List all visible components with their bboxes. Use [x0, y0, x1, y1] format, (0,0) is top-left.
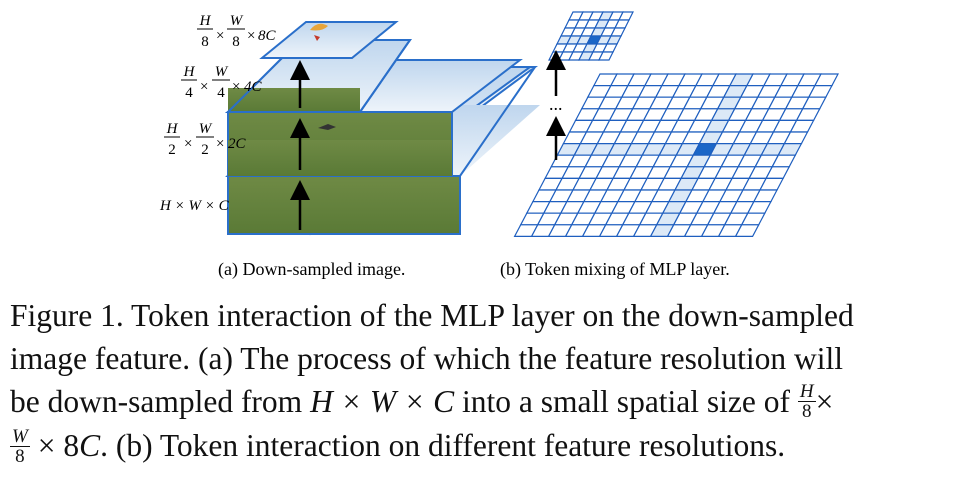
svg-text:4: 4	[185, 85, 193, 101]
large-token-grid	[513, 73, 839, 237]
panel-a-image-stack: H 8 × W 8 × 8C H 4 × W 4 × 4C H 2 × W	[159, 13, 540, 280]
caption-line-3: be down-sampled from H × W × C into a sm…	[10, 381, 834, 423]
panel-b-token-grids: ... (b) Token mixing of MLP layer.	[500, 11, 839, 280]
label-1-den2: 8	[232, 34, 240, 50]
label-h-w-c: H × W × C	[159, 198, 230, 214]
caption-math-hwc: H × W × C	[310, 384, 455, 419]
svg-text:4C: 4C	[244, 79, 263, 95]
small-token-grid	[548, 11, 634, 61]
label-h8-w8-8c: H 8 × W 8 × 8C	[197, 13, 277, 50]
figure-1-diagram: H 8 × W 8 × 8C H 4 × W 4 × 4C H 2 × W	[159, 11, 839, 280]
label-h2-w2-2c: H 2 × W 2 × 2C	[164, 121, 247, 158]
token-cell	[734, 224, 760, 237]
svg-text:×: ×	[184, 136, 192, 152]
subcaption-b: (b) Token mixing of MLP layer.	[500, 259, 730, 280]
svg-text:2: 2	[168, 142, 176, 158]
ellipsis: ...	[549, 94, 563, 114]
svg-text:2C: 2C	[228, 136, 247, 152]
svg-text:W: W	[199, 121, 213, 137]
svg-text:×: ×	[232, 79, 240, 95]
plane-eighth-resolution	[259, 21, 399, 59]
svg-text:×: ×	[216, 136, 224, 152]
label-1-num2: W	[230, 13, 244, 29]
label-1-den1: 8	[201, 34, 209, 50]
svg-text:H: H	[183, 64, 196, 80]
svg-text:×: ×	[247, 28, 255, 44]
svg-text:×: ×	[216, 28, 224, 44]
caption-line-1: Figure 1. Token interaction of the MLP l…	[10, 298, 854, 333]
svg-text:4: 4	[217, 85, 225, 101]
label-h4-w4-4c: H 4 × W 4 × 4C	[181, 64, 263, 101]
svg-text:H: H	[166, 121, 179, 137]
subcaption-a: (a) Down-sampled image.	[218, 259, 405, 280]
figure-caption: Figure 1. Token interaction of the MLP l…	[10, 294, 965, 469]
caption-line-2: image feature. (a) The process of which …	[10, 341, 843, 376]
plane-quarter-resolution	[225, 39, 412, 113]
label-1-num1: H	[199, 13, 212, 29]
svg-text:W: W	[215, 64, 229, 80]
label-1-tail: 8C	[258, 28, 277, 44]
svg-text:2: 2	[201, 142, 209, 158]
svg-text:×: ×	[200, 79, 208, 95]
token-cell	[598, 51, 614, 61]
